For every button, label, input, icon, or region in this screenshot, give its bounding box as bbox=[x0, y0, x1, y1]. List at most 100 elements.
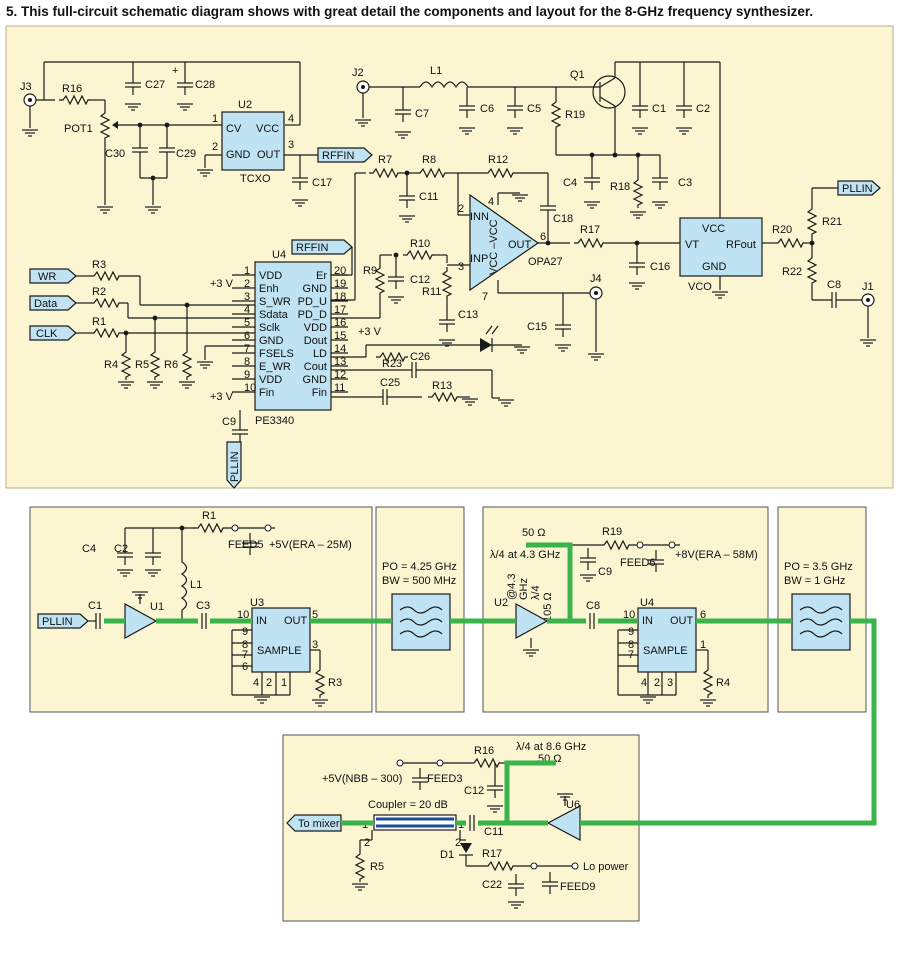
r5-bottom-label: R5 bbox=[370, 861, 384, 873]
to-mixer-label: To mixer bbox=[298, 818, 340, 830]
c1-bottom-label: C1 bbox=[88, 600, 102, 612]
c11-bottom-label: C11 bbox=[484, 826, 503, 838]
connector-j2 bbox=[356, 80, 370, 94]
pll-right-pin-label: Er bbox=[316, 270, 327, 282]
c12-bottom-label: C12 bbox=[464, 785, 484, 797]
d1-label: D1 bbox=[440, 849, 454, 861]
pll-right-pin-number: 15 bbox=[334, 330, 346, 342]
c27-label: C27 bbox=[145, 79, 165, 91]
opamp-pin4: 4 bbox=[488, 196, 494, 208]
c2-bottom-label: C2 bbox=[114, 543, 128, 555]
pll-right-pin-label: Dout bbox=[304, 335, 327, 347]
r16-top-label: R16 bbox=[62, 83, 82, 95]
tcxo-vcc-pin: VCC bbox=[256, 123, 279, 135]
stage1-supply-label: +5V(ERA – 25M) bbox=[269, 539, 352, 551]
c8-bottom-label: C8 bbox=[586, 600, 600, 612]
lo-power-label: Lo power bbox=[583, 861, 629, 873]
sample-chip-u3 bbox=[251, 607, 311, 673]
pll-chip-pe3340 bbox=[254, 261, 332, 411]
r7-label: R7 bbox=[378, 154, 392, 166]
pll-right-pin-number: 17 bbox=[334, 304, 346, 316]
tcxo-pin3: 3 bbox=[288, 139, 294, 151]
u3-pin5: 5 bbox=[312, 609, 318, 621]
pll-left-pin-number: 10 bbox=[244, 382, 256, 394]
pll-right-pin-label: GND bbox=[303, 374, 328, 386]
u3-pin6: 6 bbox=[242, 661, 248, 673]
c7-label: C7 bbox=[415, 108, 429, 120]
r9-label: R9 bbox=[363, 265, 377, 277]
pll-right-pin-number: 12 bbox=[334, 369, 346, 381]
r23-label: R23 bbox=[382, 358, 402, 370]
c18-label: C18 bbox=[553, 213, 573, 225]
pllin-in-label-box bbox=[226, 441, 242, 489]
opa27-label: OPA27 bbox=[528, 256, 563, 268]
vco-vt-pin: VT bbox=[685, 239, 699, 251]
vco-gnd-pin: GND bbox=[702, 261, 727, 273]
pll-left-pin-label: VDD bbox=[259, 270, 282, 282]
tcxo-block bbox=[221, 111, 285, 171]
tcxo-cv-pin: CV bbox=[226, 123, 242, 135]
sample-chip-u4 bbox=[637, 607, 697, 673]
r6-top-label: R6 bbox=[164, 359, 178, 371]
wr-label: WR bbox=[38, 271, 56, 283]
r12-label: R12 bbox=[488, 154, 508, 166]
u3-pin8: 8 bbox=[242, 639, 248, 651]
r8-label: R8 bbox=[422, 154, 436, 166]
u3-pin9: 9 bbox=[242, 626, 248, 638]
vdd-3v-label-a: +3 V bbox=[210, 278, 234, 290]
filter1-bw: BW = 500 MHz bbox=[382, 575, 456, 587]
r3-bottom-label: R3 bbox=[328, 677, 342, 689]
c5-label: C5 bbox=[527, 103, 541, 115]
q1-label: Q1 bbox=[570, 69, 585, 81]
c25-label: C25 bbox=[380, 377, 400, 389]
u3-pin1: 1 bbox=[281, 677, 287, 689]
c9-bottom-label: C9 bbox=[598, 566, 612, 578]
pot1-label: POT1 bbox=[64, 123, 93, 135]
j2-label: J2 bbox=[352, 67, 364, 79]
coupler-label: Coupler = 20 dB bbox=[368, 799, 448, 811]
stage2-stub2-d: GHz bbox=[518, 578, 530, 600]
pll-right-pin-number: 14 bbox=[334, 343, 346, 355]
c1-top-label: C1 bbox=[652, 103, 666, 115]
opamp-out: OUT bbox=[508, 239, 532, 251]
pll-left-pins: VDD1Enh2S_WR3Sdata4Sclk5GND6FSELS7E_WR8V… bbox=[232, 265, 294, 399]
microstrip-traces bbox=[104, 542, 877, 826]
pllin-out-label-box bbox=[837, 180, 881, 196]
u3-label: U3 bbox=[250, 597, 264, 609]
rffin-out-label: RFFIN bbox=[322, 150, 354, 162]
vco-label: VCO bbox=[688, 281, 712, 293]
pll-right-pin-label: PD_U bbox=[298, 296, 327, 308]
r13-label: R13 bbox=[432, 380, 452, 392]
u1-label: U1 bbox=[150, 601, 164, 613]
c17-label: C17 bbox=[312, 177, 332, 189]
pll-right-pin-number: 13 bbox=[334, 356, 346, 368]
detector-diode-d1 bbox=[460, 843, 472, 853]
opamp-triangle bbox=[469, 193, 540, 292]
c22-label: C22 bbox=[482, 879, 502, 891]
filter2-bw: BW = 1 GHz bbox=[784, 575, 845, 587]
r19-bottom-label: R19 bbox=[602, 526, 622, 538]
opamp-pin2: 2 bbox=[458, 203, 464, 215]
c8-top-label: C8 bbox=[827, 279, 841, 291]
c16-label: C16 bbox=[650, 261, 670, 273]
r17-top-label: R17 bbox=[580, 224, 600, 236]
stage2-supply-label: +8V(ERA – 58M) bbox=[675, 549, 758, 561]
r19-top-label: R19 bbox=[565, 109, 585, 121]
j3-label: J3 bbox=[20, 81, 32, 93]
pll-left-pin-label: E_WR bbox=[259, 361, 291, 373]
pll-right-pin-label: LD bbox=[313, 348, 327, 360]
pll-right-pin-number: 16 bbox=[334, 317, 346, 329]
pll-left-pin-number: 1 bbox=[244, 265, 250, 277]
coupler-pin2a: 2 bbox=[364, 837, 370, 849]
r11-label: R11 bbox=[422, 286, 441, 298]
u4-bottom-label: U4 bbox=[640, 597, 654, 609]
pll-right-pin-label: Fin bbox=[312, 387, 327, 399]
u4-pin9: 9 bbox=[628, 626, 634, 638]
c3-top-label: C3 bbox=[678, 177, 692, 189]
led-diode bbox=[480, 338, 492, 352]
pll-left-pin-label: Sdata bbox=[259, 309, 289, 321]
u4-out-pin: OUT bbox=[670, 615, 694, 627]
c15-label: C15 bbox=[527, 321, 547, 333]
pll-left-pin-number: 9 bbox=[244, 369, 250, 381]
